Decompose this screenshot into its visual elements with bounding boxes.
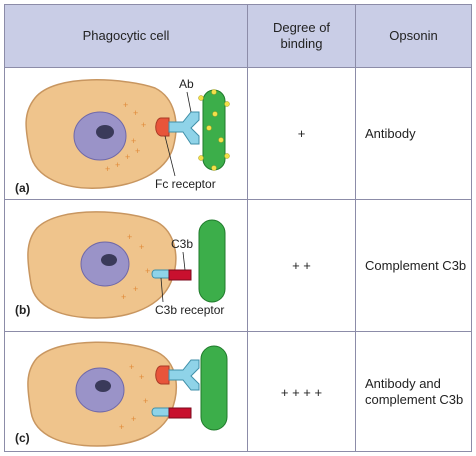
svg-text:+: + [143, 396, 148, 406]
fc-receptor-shape [155, 117, 170, 137]
c3b-receptor-shape [151, 269, 170, 279]
nucleolus [96, 125, 114, 139]
row-a-diagram: +++ +++ ++ Ab Fc receptor (a) [15, 77, 230, 195]
antibody-shape [168, 111, 200, 145]
row-b-diagram: + + + + + C3b C3b receptor (b) [15, 211, 226, 319]
fc-receptor-shape [155, 365, 170, 385]
bacterium-shape [202, 89, 226, 171]
svg-text:+: + [123, 100, 128, 110]
c3b-receptor-label: C3b receptor [155, 303, 224, 317]
header-row [5, 5, 471, 68]
svg-text:+: + [129, 362, 134, 372]
phagocyte-cell: +++ +++ ++ [25, 79, 177, 189]
svg-text:+: + [145, 266, 150, 276]
row-divider [5, 331, 471, 332]
degree-binding-a: + [297, 126, 306, 141]
svg-text:+: + [115, 160, 120, 170]
svg-text:+: + [135, 146, 140, 156]
degree-binding-b: + + [292, 258, 311, 273]
header-phagocytic-cell: Phagocytic cell [82, 28, 170, 43]
degree-binding-c: + + + + [280, 384, 323, 400]
opsonin-c: Antibody and complement C3b [365, 376, 464, 407]
svg-text:+: + [139, 372, 144, 382]
opsonin-a: Antibody [365, 125, 416, 141]
c3b-shape [168, 269, 192, 281]
svg-text:+: + [133, 284, 138, 294]
row-a-label: (a) [15, 181, 30, 195]
svg-text:+: + [141, 120, 146, 130]
phagocyte-cell: + + + + + [27, 211, 177, 319]
phagocyte-cell: + + + + + [27, 341, 178, 447]
opsonin-b: Complement C3b [365, 257, 467, 273]
fc-receptor-label: Fc receptor [155, 177, 216, 191]
bacterium-shape [198, 219, 226, 303]
svg-text:+: + [139, 242, 144, 252]
column-divider [355, 5, 356, 451]
ab-label: Ab [179, 77, 194, 91]
row-divider [5, 199, 471, 200]
svg-text:+: + [127, 232, 132, 242]
svg-text:+: + [131, 414, 136, 424]
svg-text:+: + [131, 136, 136, 146]
header-degree-of-binding: Degree of binding [272, 20, 331, 51]
row-b-label: (b) [15, 303, 30, 317]
c3b-shape [168, 407, 192, 419]
nucleolus [101, 254, 117, 266]
header-opsonin: Opsonin [389, 28, 438, 43]
row-c-diagram: + + + + + (c) [15, 341, 228, 447]
svg-text:+: + [121, 292, 126, 302]
bacterium-shape [200, 345, 228, 431]
row-c-label: (c) [15, 431, 30, 445]
nucleolus [95, 380, 111, 392]
opsonization-table: Phagocytic cell Degree of binding Opsoni… [4, 4, 472, 452]
svg-text:+: + [119, 422, 124, 432]
svg-text:+: + [105, 164, 110, 174]
c3b-label: C3b [171, 237, 193, 251]
antibody-shape [168, 359, 200, 391]
svg-text:+: + [125, 152, 130, 162]
c3b-receptor-shape [151, 407, 170, 417]
svg-text:+: + [133, 108, 138, 118]
column-divider [247, 5, 248, 451]
